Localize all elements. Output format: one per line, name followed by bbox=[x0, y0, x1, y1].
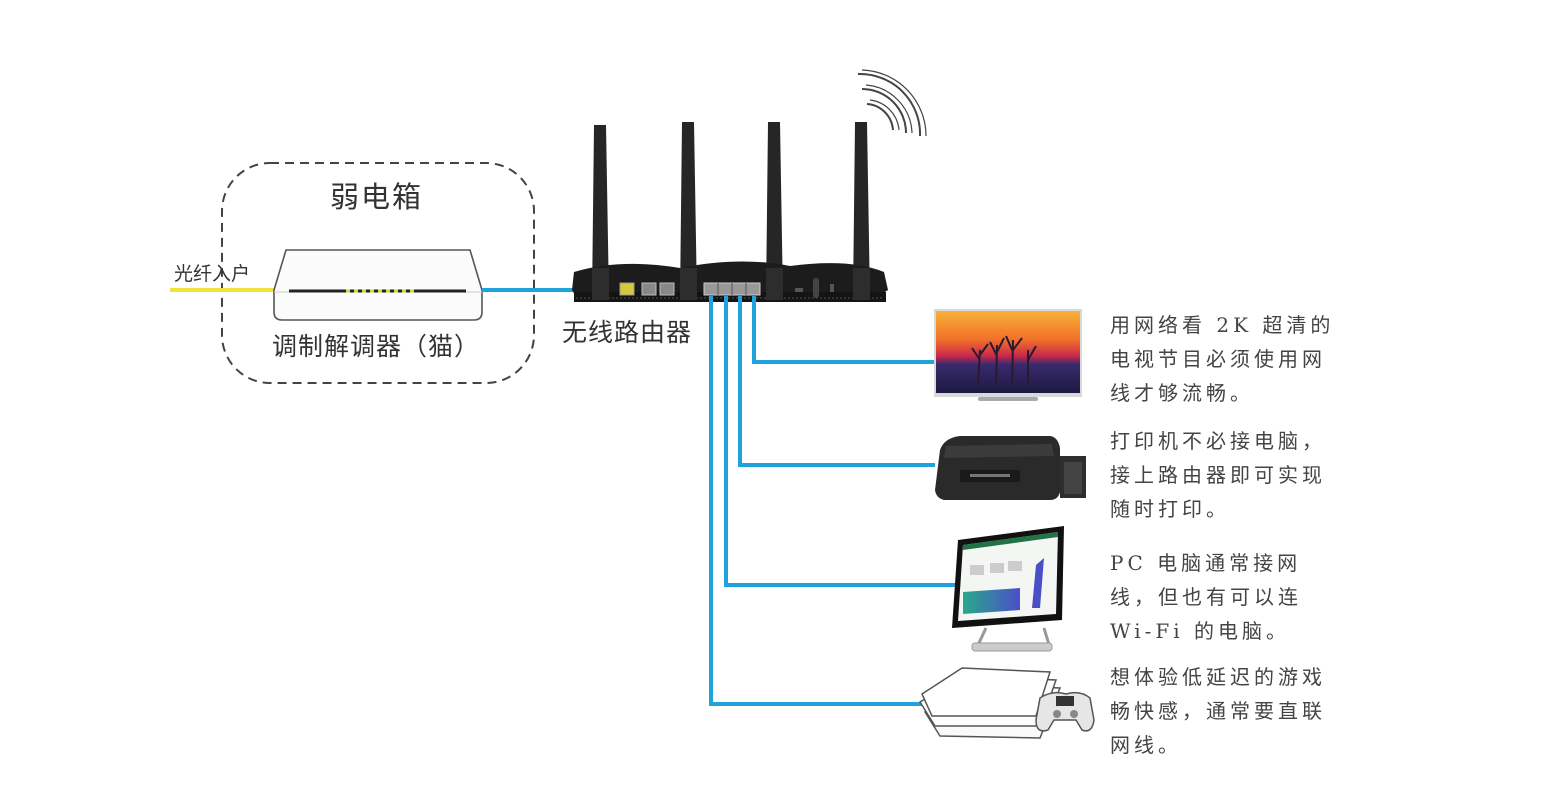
wifi-signal-icon bbox=[857, 69, 927, 137]
tv-icon bbox=[934, 309, 1082, 401]
printer-icon bbox=[935, 436, 1086, 500]
modem-icon bbox=[273, 249, 483, 321]
router-icon bbox=[572, 122, 888, 302]
cable-pc bbox=[724, 296, 958, 587]
lan-cables bbox=[709, 296, 958, 706]
pc-description: PC 电脑通常接网线，但也有可以连 Wi-Fi 的电脑。 bbox=[1110, 551, 1302, 643]
weak-current-box bbox=[221, 162, 535, 384]
router-label: 无线路由器 bbox=[562, 318, 693, 347]
cable-printer bbox=[738, 296, 935, 467]
game-console-description: 想体验低延迟的游戏畅快感，通常要直联网线。 bbox=[1110, 665, 1326, 757]
modem-label: 调制解调器（猫） bbox=[272, 332, 481, 361]
cable-game-console bbox=[709, 296, 925, 706]
cable-tv bbox=[752, 296, 935, 364]
tv-description: 用网络看 2K 超清的电视节目必须使用网线才够流畅。 bbox=[1110, 313, 1335, 405]
printer-description: 打印机不必接电脑，接上路由器即可实现随时打印。 bbox=[1110, 429, 1326, 521]
weak-current-box-title: 弱电箱 bbox=[330, 180, 424, 214]
game-console-icon bbox=[918, 667, 1095, 739]
desktop-pc-icon bbox=[952, 526, 1064, 652]
fiber-label: 光纤入户 bbox=[174, 263, 251, 285]
